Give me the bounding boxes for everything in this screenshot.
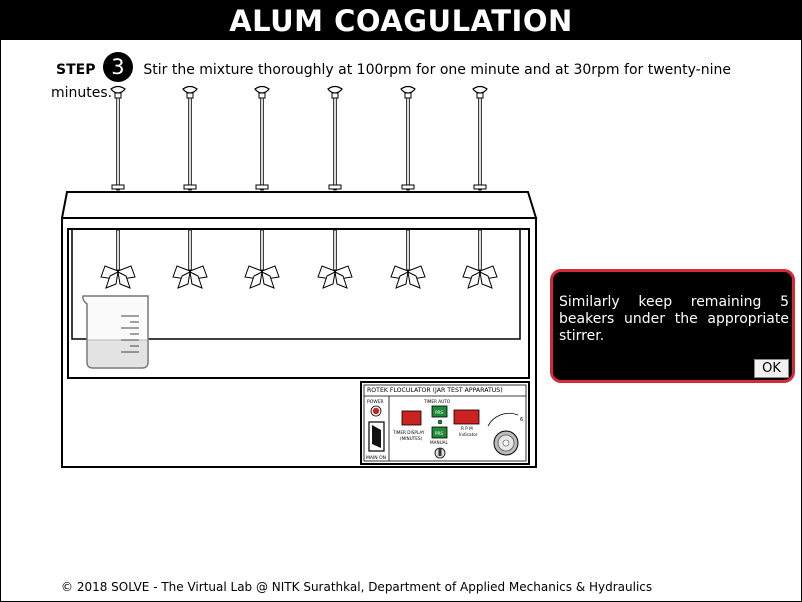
timer-display-unit-label: (MINUTES): [400, 436, 423, 441]
timer-auto-label: TIMER AUTO: [423, 399, 451, 404]
cabinet-top: [60, 191, 538, 219]
page-title: ALUM COAGULATION: [0, 0, 802, 40]
stirring-shelf: [71, 228, 521, 340]
stirrer-shaft-4: [327, 85, 343, 191]
stirrer-shaft-5: [400, 85, 416, 191]
step-instruction-text: Stir the mixture thoroughly at 100rpm fo…: [51, 62, 731, 101]
stirrer-shaft-3: [254, 85, 270, 191]
manual-button[interactable]: [431, 426, 448, 439]
control-panel: ROTEK FLOCULATOR (JAR TEST APPARATUS) PO…: [360, 381, 530, 465]
beaker[interactable]: [82, 295, 149, 369]
rpm-indicator-label: Indicator: [459, 432, 478, 437]
timer-indicator: [437, 419, 443, 425]
manual-button-label: PRS: [435, 431, 443, 436]
power-indicator-light: [372, 407, 380, 415]
step-number-badge: 3: [102, 52, 133, 82]
timer-auto-button[interactable]: [431, 405, 448, 418]
ok-button[interactable]: OK: [754, 359, 789, 378]
stirrer-shaft-6: [472, 85, 488, 191]
timer-display: [401, 410, 422, 426]
rpm-label: R P M: [461, 426, 473, 431]
step-instruction: STEP 3 Stir the mixture thoroughly at 10…: [51, 52, 771, 102]
manual-label: MANUAL: [430, 440, 449, 445]
timer-display-label: TIMER DISPLAY: [392, 430, 425, 435]
dialog-message: Similarly keep remaining 5 beakers under…: [559, 294, 789, 344]
footer-copyright: © 2018 SOLVE - The Virtual Lab @ NITK Su…: [61, 580, 653, 594]
panel-brand: ROTEK FLOCULATOR (JAR TEST APPARATUS): [367, 387, 503, 394]
rpm-display: [453, 409, 480, 425]
instruction-dialog: Similarly keep remaining 5 beakers under…: [550, 269, 795, 383]
power-label: POWER: [367, 399, 384, 405]
step-label: STEP: [56, 62, 96, 78]
main-on-label: MAIN ON: [366, 455, 386, 461]
speed-knob[interactable]: [493, 430, 519, 456]
stirrer-shaft-1: [110, 85, 126, 191]
timer-auto-button-label: PRS: [435, 410, 443, 415]
stirrer-shaft-2: [182, 85, 198, 191]
speed-dial-mark: 6: [520, 417, 523, 423]
